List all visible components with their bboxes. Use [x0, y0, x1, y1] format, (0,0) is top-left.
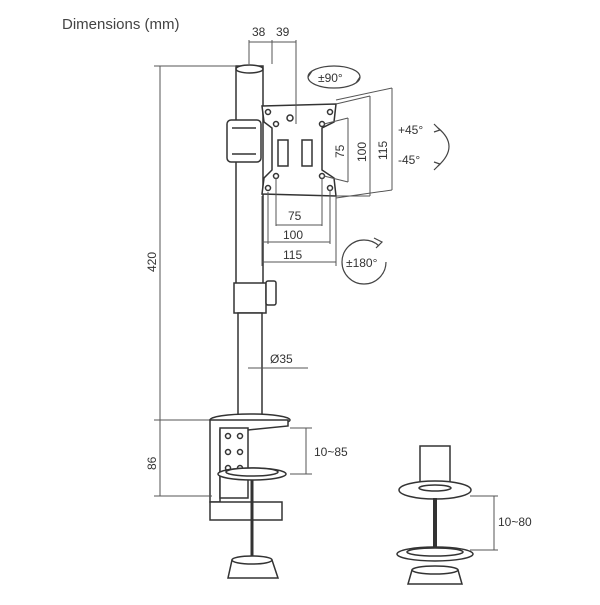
label-tilt-up: +45°	[398, 123, 423, 137]
label-tilt-down: -45°	[398, 153, 420, 167]
label-clamp-range: 10~85	[314, 445, 348, 459]
top-dimension	[248, 40, 297, 124]
label-vesa-v-75: 75	[333, 144, 347, 158]
tilt-indicator	[433, 123, 450, 171]
label-vesa-v-100: 100	[355, 142, 369, 162]
label-38: 38	[252, 25, 266, 39]
label-vesa-h-75: 75	[288, 209, 302, 223]
swivel-indicator	[307, 65, 361, 89]
clamp-range-dimension	[290, 427, 312, 475]
label-swivel: ±90°	[318, 71, 343, 85]
label-vesa-h-100: 100	[283, 228, 303, 242]
height-dimension	[154, 65, 236, 421]
grommet-range-dimension	[470, 495, 498, 551]
label-grommet-range: 10~80	[498, 515, 532, 529]
rotation-indicator	[341, 237, 387, 285]
label-rotate: ±180°	[346, 256, 378, 270]
diagram-title: Dimensions (mm)	[62, 16, 180, 33]
label-vesa-v-115: 115	[376, 141, 390, 160]
label-vesa-h-115: 115	[283, 248, 302, 262]
vesa-horizontal-dims	[261, 178, 337, 266]
grommet-base	[396, 445, 474, 585]
clamp-height-dimension	[154, 420, 212, 497]
vesa-vertical-dims	[323, 87, 393, 199]
label-clamp-86: 86	[145, 456, 159, 470]
label-pole-diameter: Ø35	[270, 352, 293, 366]
label-39: 39	[276, 25, 290, 39]
clamp-base	[209, 413, 291, 579]
label-height-420: 420	[145, 252, 159, 272]
pole	[233, 64, 277, 418]
